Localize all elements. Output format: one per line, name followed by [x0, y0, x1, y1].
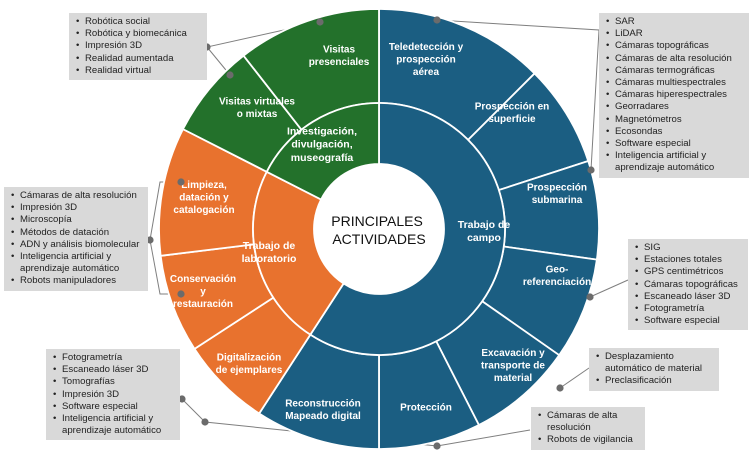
list-laboratorio: Cámaras de alta resoluciónImpresión 3DMi…	[4, 187, 148, 291]
label-proteccion: Protección	[400, 403, 452, 414]
list-item: Métodos de datación	[11, 227, 142, 239]
list-georreferenciacion: SIGEstaciones totalesGPS centimétricosCá…	[628, 239, 748, 331]
list-item: Software especial	[635, 315, 742, 327]
dot-laboratorio	[146, 236, 154, 244]
dot-digitalizacion	[178, 395, 186, 403]
list-item: Fotogrametría	[635, 303, 742, 315]
list-item: Cámaras de alta resolución	[538, 410, 639, 434]
list-teledeteccion: SARLiDARCámaras topográficasCámaras de a…	[599, 13, 749, 178]
list-item: Estaciones totales	[635, 254, 742, 266]
list-digitalizacion: FotogrametríaEscaneado láser 3DTomografí…	[46, 349, 180, 441]
list-item: Robótica social	[76, 16, 201, 28]
outer-ring	[158, 8, 600, 450]
list-item: Magnetómetros	[606, 114, 743, 126]
list-item: Ecosondas	[606, 126, 743, 138]
list-item: Cámaras topográficas	[635, 279, 742, 291]
list-item: Preclasificación	[596, 375, 713, 387]
connector-excavacion	[559, 367, 590, 389]
list-item: Inteligencia artificial y aprendizaje au…	[606, 150, 743, 174]
list-item: ADN y análisis biomolecular	[11, 239, 142, 251]
dot-georreferenciacion	[586, 293, 594, 301]
list-item: Impresión 3D	[11, 202, 142, 214]
list-item: Software especial	[53, 401, 174, 413]
list-item: Cámaras multiespectrales	[606, 77, 743, 89]
list-excavacion: Desplazamiento automático de materialPre…	[589, 348, 719, 391]
list-item: Impresión 3D	[53, 389, 174, 401]
list-item: Cámaras termográficas	[606, 65, 743, 77]
list-item: Escaneado láser 3D	[635, 291, 742, 303]
list-item: SAR	[606, 16, 743, 28]
dot-visitas-presenciales	[316, 18, 324, 26]
list-item: Realidad aumentada	[76, 53, 201, 65]
list-item: Cámaras de alta resolución	[606, 53, 743, 65]
list-item: Cámaras de alta resolución	[11, 190, 142, 202]
list-item: Tomografías	[53, 376, 174, 388]
dot-submarina	[587, 166, 595, 174]
list-item: Inteligencia artificial y aprendizaje au…	[53, 413, 174, 437]
list-visitas: Robótica socialRobótica y biomecánicaImp…	[69, 13, 207, 81]
list-item: Desplazamiento automático de material	[596, 351, 713, 375]
dot-conservacion	[177, 290, 185, 298]
list-item: Robots de vigilancia	[538, 434, 639, 446]
list-proteccion: Cámaras de alta resoluciónRobots de vigi…	[531, 407, 645, 450]
dot-proteccion	[433, 442, 441, 450]
list-item: Microscopía	[11, 214, 142, 226]
connector-georreferenciacion	[589, 279, 629, 298]
list-item: LiDAR	[606, 28, 743, 40]
list-item: GPS centimétricos	[635, 266, 742, 278]
list-item: Inteligencia artificial y aprendizaje au…	[11, 251, 142, 275]
dot-teledeteccion	[433, 16, 441, 24]
list-item: Robótica y biomecánica	[76, 28, 201, 40]
list-item: SIG	[635, 242, 742, 254]
label-investigacion: Investigación,divulgación,museografía	[287, 126, 357, 164]
dot-limpieza	[177, 178, 185, 186]
center-circle	[314, 164, 444, 294]
label-georreferenciacion: Geo-referenciación	[523, 264, 591, 288]
center-title: PRINCIPALES ACTIVIDADES	[331, 213, 426, 247]
list-item: Cámaras hiperespectrales	[606, 89, 743, 101]
list-item: Software especial	[606, 138, 743, 150]
list-item: Georradares	[606, 101, 743, 113]
list-item: Escaneado láser 3D	[53, 364, 174, 376]
list-item: Realidad virtual	[76, 65, 201, 77]
dot-visitas-virtuales	[226, 71, 234, 79]
dot-excavacion	[556, 384, 564, 392]
dot-reconstruccion	[201, 418, 209, 426]
list-item: Impresión 3D	[76, 40, 201, 52]
list-item: Cámaras topográficas	[606, 40, 743, 52]
list-item: Fotogrametría	[53, 352, 174, 364]
list-item: Robots manipuladores	[11, 275, 142, 287]
